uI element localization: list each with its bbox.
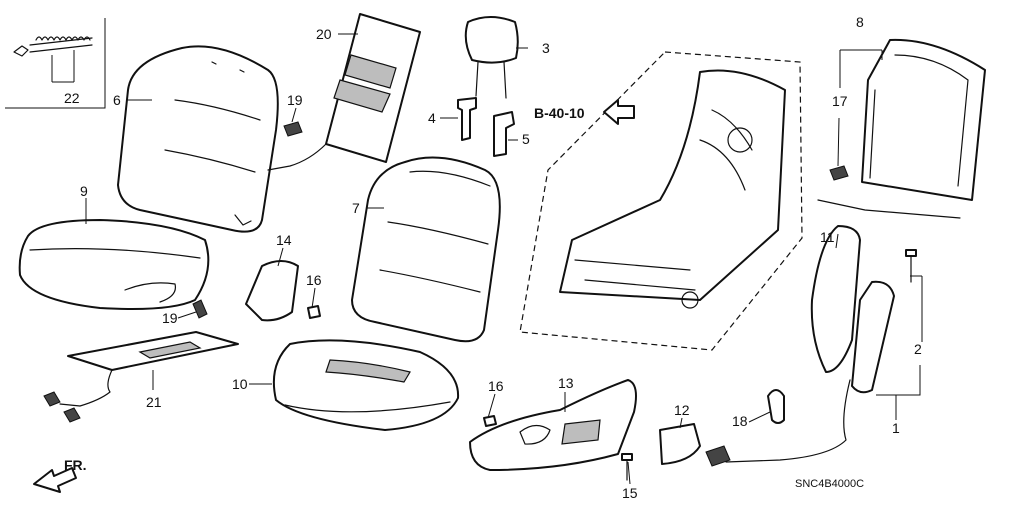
label-19-bottom: 19: [162, 310, 178, 326]
part-2-side-airbag: [851, 275, 923, 394]
part-16-clip-low: [483, 415, 497, 427]
leader-lines: [85, 33, 840, 485]
part-19-connector-top: [283, 121, 303, 137]
front-direction-arrow-icon: [33, 467, 77, 493]
part-19-connector-bottom: [192, 299, 208, 319]
diagram-code: SNC4B4000C: [795, 478, 864, 490]
label-22: 22: [64, 90, 80, 106]
label-13: 13: [558, 375, 574, 391]
part-4-headrest-guide: [457, 97, 477, 141]
label-15: 15: [622, 485, 638, 501]
label-5: 5: [522, 131, 530, 147]
part-9-seat-cushion-cover: [18, 219, 210, 310]
part-10-seat-cushion-pad: [272, 339, 460, 431]
part-12-knob: [659, 423, 701, 465]
label-1: 1: [892, 420, 900, 436]
label-16-mid: 16: [306, 272, 322, 288]
label-8: 8: [856, 14, 864, 30]
part-8-back-frame: [817, 38, 986, 219]
part-14-trim-cover: [245, 260, 299, 322]
part-5-headrest-guide-lock: [493, 111, 515, 157]
seat-frame-reference-box: [519, 51, 803, 351]
label-7: 7: [352, 200, 360, 216]
label-19-top: 19: [287, 92, 303, 108]
label-6: 6: [113, 92, 121, 108]
part-16-clip-mid: [307, 305, 321, 319]
front-direction-label: FR.: [64, 457, 87, 473]
label-9: 9: [80, 183, 88, 199]
label-21: 21: [146, 394, 162, 410]
part-11-side-cover: [810, 225, 861, 373]
part-7-backrest-pad: [351, 156, 501, 343]
label-4: 4: [428, 110, 436, 126]
label-11: 11: [820, 229, 835, 245]
part-21-heater-pad-cushion: [43, 331, 239, 423]
part-13-side-trim: [469, 379, 637, 471]
label-20: 20: [316, 26, 332, 42]
label-10: 10: [232, 376, 248, 392]
part-3-headrest: [464, 16, 519, 99]
part-18-clip: [767, 389, 785, 424]
part-22-clip-strip: [5, 18, 106, 109]
reference-code: B-40-10: [534, 105, 585, 121]
part-17-clip: [829, 165, 849, 181]
reference-arrow-icon: [603, 99, 635, 125]
label-12: 12: [674, 402, 690, 418]
screw-upper: [905, 249, 917, 283]
part-15-screw: [621, 453, 633, 481]
part-1-harness: [705, 365, 921, 467]
part-6-backrest-cover: [117, 45, 279, 233]
label-17: 17: [832, 93, 848, 109]
label-2: 2: [914, 341, 922, 357]
label-16-low: 16: [488, 378, 504, 394]
label-14: 14: [276, 232, 292, 248]
label-18: 18: [732, 413, 748, 429]
label-3: 3: [542, 40, 550, 56]
part-20-heater-pad-back: [267, 13, 421, 171]
